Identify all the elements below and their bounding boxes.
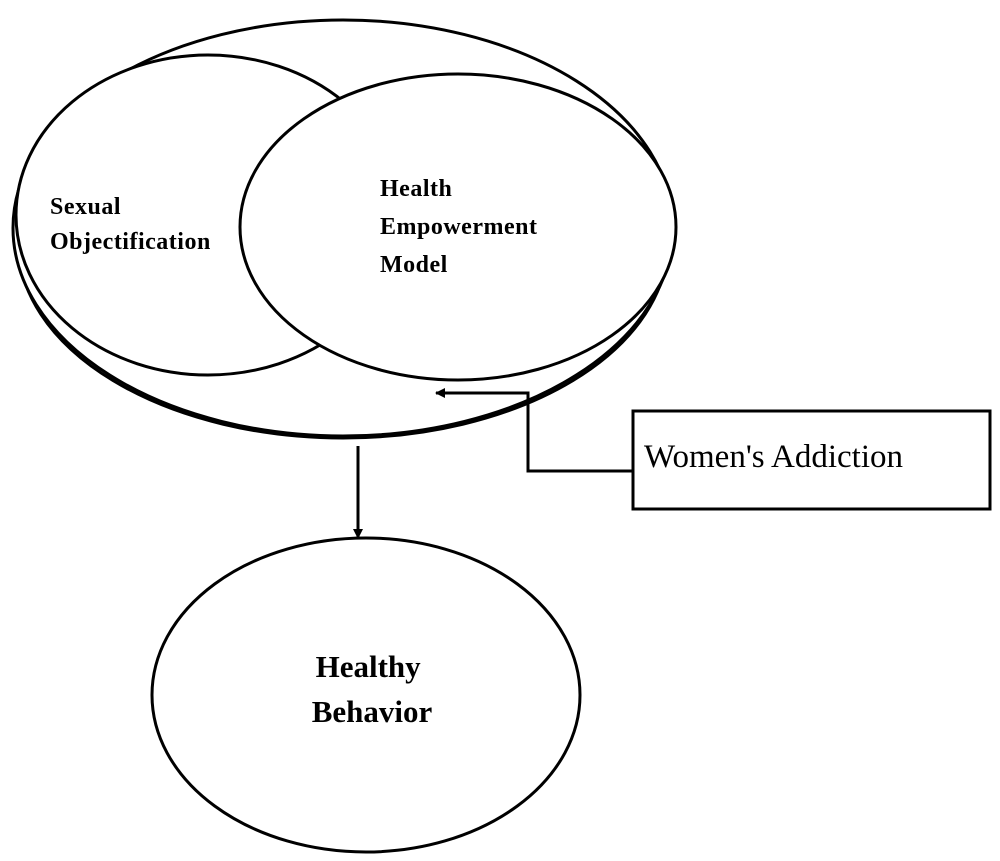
- womens-addiction-box: [631, 409, 992, 511]
- healthy-behavior-line-2: Behavior: [312, 694, 433, 729]
- health-empowerment-model-line-2: Empowerment: [380, 214, 537, 240]
- health-empowerment-model-label: Health Empowerment Model: [380, 176, 544, 278]
- sexual-objectification-line-1: Sexual: [50, 194, 121, 220]
- healthy-behavior-ellipse: [150, 536, 582, 854]
- moderation-connector: [435, 388, 633, 473]
- healthy-behavior-label: Healthy Behavior: [312, 649, 433, 729]
- health-empowerment-model-line-1: Health: [380, 176, 452, 202]
- womens-addiction-label: Women's Addiction: [644, 439, 903, 475]
- sexual-objectification-line-2: Objectification: [50, 229, 211, 255]
- health-empowerment-model-ellipse: [238, 72, 678, 382]
- health-empowerment-model-line-3: Model: [380, 252, 448, 278]
- healthy-behavior-line-1: Healthy: [316, 649, 422, 684]
- sexual-objectification-label: Sexual Objectification: [50, 194, 211, 255]
